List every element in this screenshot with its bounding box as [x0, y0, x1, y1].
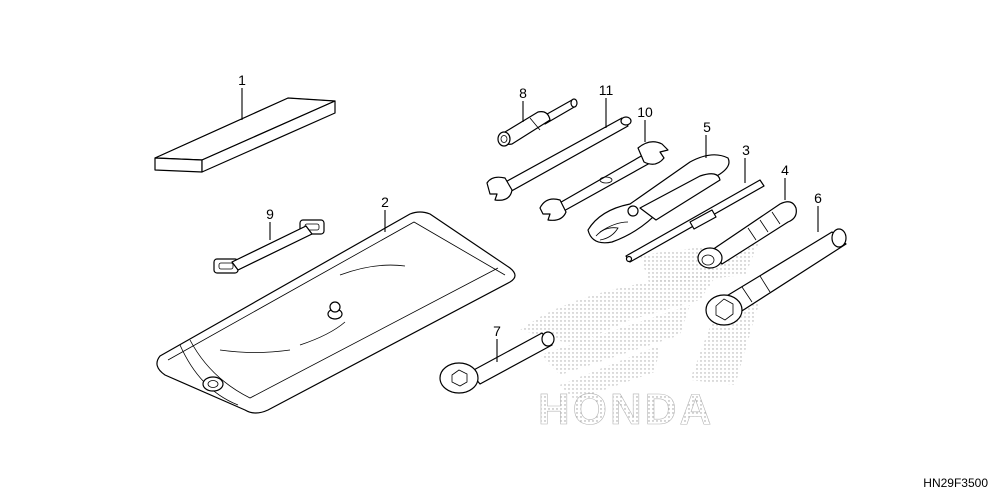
leader-lines [241, 88, 819, 362]
part-9-strap [213, 219, 325, 274]
callout-5: 5 [703, 119, 711, 135]
honda-watermark-text: HONDA [538, 385, 714, 434]
honda-logo-text: HONDA [538, 385, 714, 435]
part-7-ring-wrench [439, 331, 555, 394]
callout-6: 6 [814, 190, 822, 206]
part-4-handle [697, 201, 797, 269]
callout-1: 1 [238, 72, 246, 88]
part-11-wrench [486, 116, 632, 201]
part-2-tool-bag [156, 211, 516, 414]
diagram-code: HN29F3500 [923, 476, 988, 490]
part-5-pliers [587, 154, 730, 244]
part-10-double-wrench [539, 141, 669, 221]
callout-8: 8 [519, 85, 527, 101]
callout-7: 7 [493, 323, 501, 339]
callout-4: 4 [781, 162, 789, 178]
callout-10: 10 [637, 104, 653, 120]
part-3-screwdriver [625, 179, 765, 263]
callout-2: 2 [381, 194, 389, 210]
callout-11: 11 [599, 82, 614, 98]
callout-numbers: 1 2 3 4 5 6 7 8 9 10 11 [238, 72, 822, 339]
part-8-socket [497, 98, 578, 147]
part-1-foam-pad [154, 97, 336, 173]
callout-9: 9 [266, 206, 274, 222]
callout-3: 3 [742, 142, 750, 158]
part-6-box-spanner [705, 228, 847, 326]
